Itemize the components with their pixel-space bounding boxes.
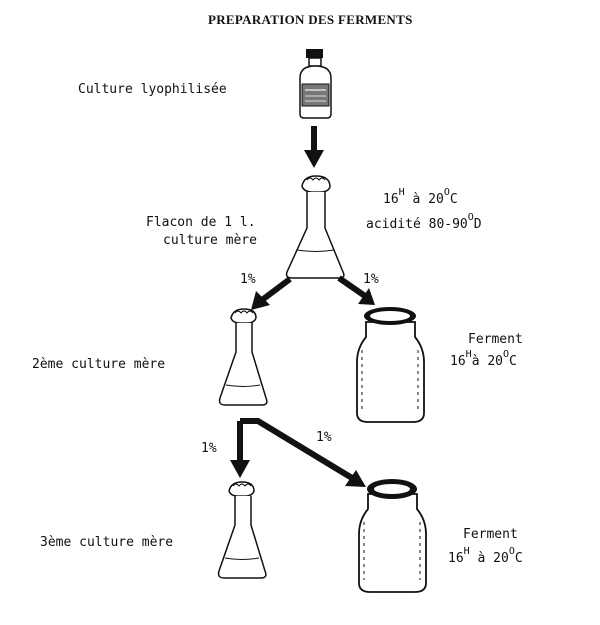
flask-condition-time: 16H à 20OC xyxy=(383,187,458,207)
sup-degree: O xyxy=(443,187,450,198)
third-mother-flask-icon xyxy=(217,481,267,579)
flask-condition-acidity: acidité 80-90OD xyxy=(366,212,482,232)
percent-label-3: 1% xyxy=(201,441,217,456)
percent-label-2: 1% xyxy=(363,272,379,287)
arrow-to-ferment-2 xyxy=(240,418,366,487)
percent-label-4: 1% xyxy=(316,430,332,445)
sup-hour: H xyxy=(463,546,470,557)
ferment-2-label: Ferment xyxy=(463,527,518,542)
arrow-to-third-mother xyxy=(230,421,250,478)
lyophilised-culture-label: Culture lyophilisée xyxy=(78,82,227,97)
diagram-title: PREPARATION DES FERMENTS xyxy=(208,12,413,27)
arrow-to-second-mother xyxy=(251,276,292,310)
percent-label-1: 1% xyxy=(240,272,256,287)
sup-hour: H xyxy=(465,349,472,360)
arrow-down-1 xyxy=(304,126,324,168)
sup-hour: H xyxy=(398,187,405,198)
lyophilised-vial-icon xyxy=(299,49,332,119)
ferment-bottle-1-icon xyxy=(356,307,425,423)
ferment-1-condition: 16Hà 20OC xyxy=(450,349,517,369)
second-mother-flask-icon xyxy=(218,308,268,406)
ferment-1-label: Ferment xyxy=(468,332,523,347)
sup-degree: O xyxy=(467,212,474,223)
second-mother-label: 2ème culture mère xyxy=(32,357,166,372)
ferment-2-condition: 16H à 20OC xyxy=(448,546,523,566)
flask-label-line2: culture mère xyxy=(163,233,257,248)
sup-degree: O xyxy=(503,349,510,360)
sup-degree: O xyxy=(508,546,515,557)
third-mother-label: 3ème culture mère xyxy=(40,535,174,550)
arrow-to-ferment-1 xyxy=(337,275,375,305)
ferment-bottle-2-icon xyxy=(358,479,427,593)
flask-label-line1: Flacon de 1 l. xyxy=(146,215,256,230)
erlenmeyer-flask-1l-icon xyxy=(285,175,345,279)
